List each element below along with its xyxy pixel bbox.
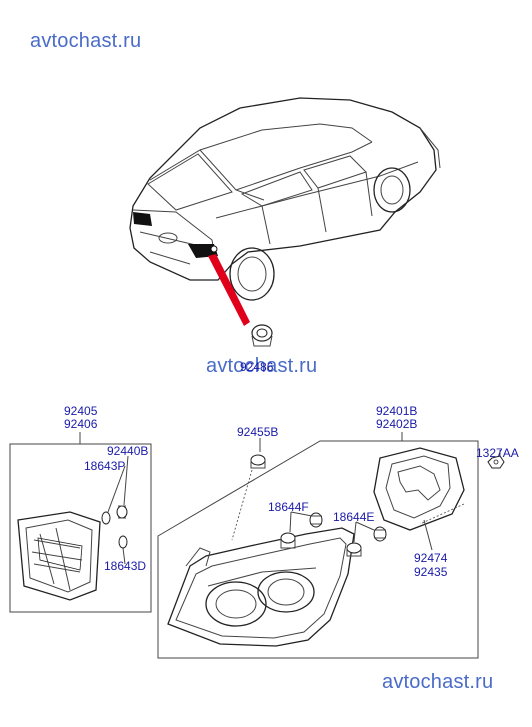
label-92435: 92435 (414, 565, 448, 579)
label-92455b: 92455B (237, 425, 278, 439)
label-92406: 92406 (64, 417, 98, 431)
label-92402b: 92402B (376, 417, 417, 431)
bulb-18644e (346, 526, 387, 557)
label-18643d: 18643D (104, 559, 146, 573)
rear-combination-lamp-group (157, 432, 505, 659)
label-1327aa: 1327AA (476, 446, 519, 460)
socket-92486 (251, 324, 273, 347)
label-92440b: 92440B (107, 444, 148, 458)
gasket-92474 (373, 447, 465, 531)
red-pointer-arrow (208, 254, 250, 326)
car-illustration (129, 97, 441, 301)
label-92401b: 92401B (376, 404, 417, 418)
label-18644f: 18644F (268, 500, 309, 514)
label-18643p: 18643P (84, 459, 125, 473)
bulb-18644f (280, 512, 323, 549)
watermark-bottom: avtochast.ru (382, 671, 494, 693)
label-18644e: 18644E (333, 510, 374, 524)
watermark-middle: avtochast.ru (206, 355, 318, 377)
label-92405: 92405 (64, 404, 98, 418)
label-92474: 92474 (414, 551, 448, 565)
inner-lamp-group (9, 432, 152, 613)
watermark-top: avtochast.ru (30, 30, 142, 52)
label-92486: 92486 (240, 360, 274, 374)
grommet-92455b (250, 454, 266, 469)
